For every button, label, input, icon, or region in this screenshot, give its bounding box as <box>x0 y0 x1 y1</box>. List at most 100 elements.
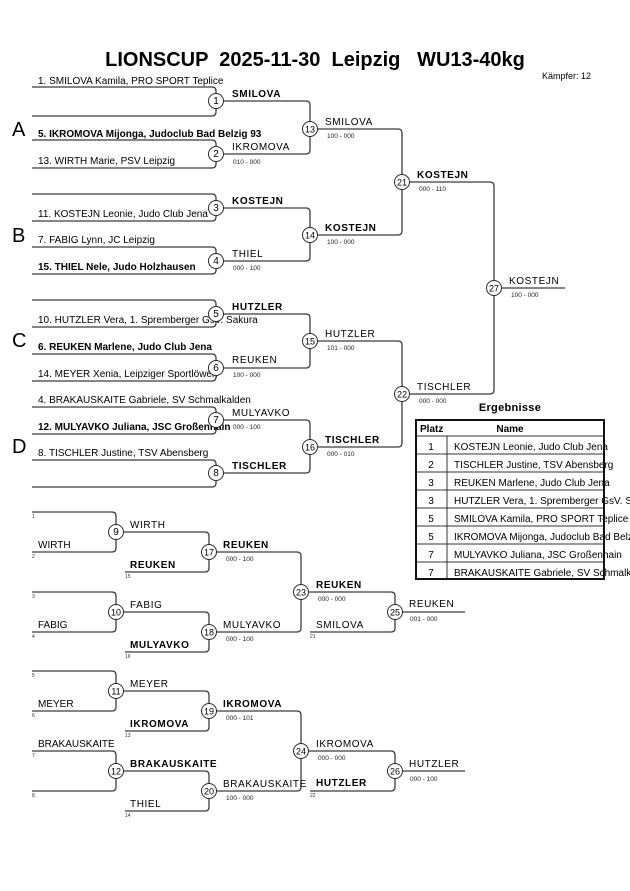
progression-line <box>310 394 403 448</box>
entry-line <box>32 299 217 314</box>
match-26: 26 <box>387 763 403 779</box>
entry: 8. TISCHLER Justine, TSV Abensberg <box>38 448 208 459</box>
results-table-border <box>415 419 605 580</box>
slot-ref: 6 <box>32 713 35 719</box>
match-15-winner: HUTZLER <box>325 329 375 340</box>
row-place: 3 <box>428 496 434 507</box>
match-10: 10 <box>108 604 124 620</box>
entry-line <box>32 246 217 261</box>
entry-line <box>32 612 117 633</box>
dropin-name: IKROMOVA <box>130 719 189 730</box>
entry-line <box>125 711 210 732</box>
match-24-score: 000 - 000 <box>318 755 346 762</box>
entry-line <box>32 473 217 488</box>
entry-line <box>32 771 117 792</box>
progression-line <box>216 341 311 369</box>
match-circle <box>208 93 224 109</box>
match-1-winner: SMILOVA <box>232 89 281 100</box>
match-23: 23 <box>293 584 309 600</box>
match-18: 18 <box>201 624 217 640</box>
match-7-winner: MULYAVKO <box>232 408 290 419</box>
progression-line <box>310 182 403 236</box>
match-circle <box>302 121 318 137</box>
match-number: 17 <box>204 548 214 558</box>
match-25-winner: REUKEN <box>409 599 454 610</box>
progression-line <box>301 591 396 612</box>
match-1: 1 <box>208 93 224 109</box>
match-circle <box>387 604 403 620</box>
row-place: 5 <box>428 532 434 543</box>
progression-line <box>301 750 396 771</box>
match-24-winner: IKROMOVA <box>316 739 374 750</box>
dropin-ref: 16 <box>125 654 131 660</box>
final-dropin-ref: 21 <box>310 634 316 640</box>
match-circle <box>208 200 224 216</box>
match-19: 19 <box>201 703 217 719</box>
match-13-score: 100 - 000 <box>327 133 355 140</box>
entry: 10. HUTZLER Vera, 1. Spremberger GsV. Sa… <box>38 315 258 326</box>
match-circle <box>387 763 403 779</box>
match-number: 13 <box>305 125 315 135</box>
results-title: Ergebnisse <box>479 402 541 414</box>
match-2: 2 <box>208 146 224 162</box>
match-12: 12 <box>108 763 124 779</box>
winners-bracket-results: SMILOVA IKROMOVA 010 - 000 KOSTEJN THIEL… <box>232 89 559 472</box>
match-number: 12 <box>111 767 121 777</box>
entry-line <box>32 420 217 435</box>
results-table-grid <box>416 435 604 579</box>
match-number: 2 <box>213 149 219 160</box>
progression-line <box>116 611 210 632</box>
progression-line <box>216 129 311 155</box>
match-17: 17 <box>201 544 217 560</box>
match-circle <box>293 743 309 759</box>
match-6-score: 100 - 000 <box>233 372 261 379</box>
match-number: 18 <box>204 628 214 638</box>
match-11-winner: MEYER <box>130 679 169 690</box>
slot-ref: 2 <box>32 554 35 560</box>
progression-line <box>209 710 302 751</box>
match-26-winner: HUTZLER <box>409 759 459 770</box>
match-number: 11 <box>111 687 120 697</box>
match-17-winner: REUKEN <box>223 540 269 551</box>
entry-line <box>32 670 117 691</box>
entry-line <box>32 314 217 328</box>
entry-line <box>32 193 217 208</box>
table-row: 3 REUKEN Marlene, Judo Club Jena <box>428 478 610 489</box>
match-circles: 1234567891011121314151617181920212223242… <box>108 93 502 799</box>
match-number: 21 <box>397 178 407 188</box>
match-10-winner: FABIG <box>130 600 162 611</box>
match-8: 8 <box>208 465 224 481</box>
match-number: 9 <box>113 527 119 538</box>
match-circle <box>208 465 224 481</box>
entry-line <box>310 771 396 792</box>
progression-line <box>216 100 311 129</box>
match-9-winner: WIRTH <box>130 520 166 531</box>
match-13: 13 <box>302 121 318 137</box>
entry-line <box>32 101 217 117</box>
slot-name: MEYER <box>38 699 74 710</box>
slot-name: BRAKAUSKAITE <box>38 739 115 750</box>
match-20-score: 100 - 000 <box>226 795 254 802</box>
progression-line <box>209 551 302 592</box>
slot-name: WIRTH <box>38 540 71 551</box>
match-4: 4 <box>208 253 224 269</box>
match-3-winner: KOSTEJN <box>232 196 283 207</box>
dropin-ref: 14 <box>125 813 131 819</box>
table-row: 7 MULYAVKO Juliana, JSC Großenhain <box>428 550 622 561</box>
progression-line <box>310 128 403 182</box>
match-circle <box>108 683 124 699</box>
match-circle <box>208 360 224 376</box>
entry-line <box>32 532 117 553</box>
match-circle <box>108 763 124 779</box>
match-2-score: 010 - 000 <box>233 159 261 166</box>
table-row: 1 KOSTEJN Leonie, Judo Club Jena <box>428 442 608 453</box>
match-3: 3 <box>208 200 224 216</box>
match-22-score: 000 - 000 <box>419 398 447 405</box>
repechage-results: WIRTH FABIG MEYER BRAKAUSKAITE REUKEN 00… <box>130 520 459 802</box>
match-14-score: 100 - 000 <box>327 239 355 246</box>
match-circle <box>201 624 217 640</box>
match-number: 6 <box>213 363 219 374</box>
match-number: 3 <box>213 203 219 214</box>
final-dropin-name: SMILOVA <box>316 620 364 631</box>
